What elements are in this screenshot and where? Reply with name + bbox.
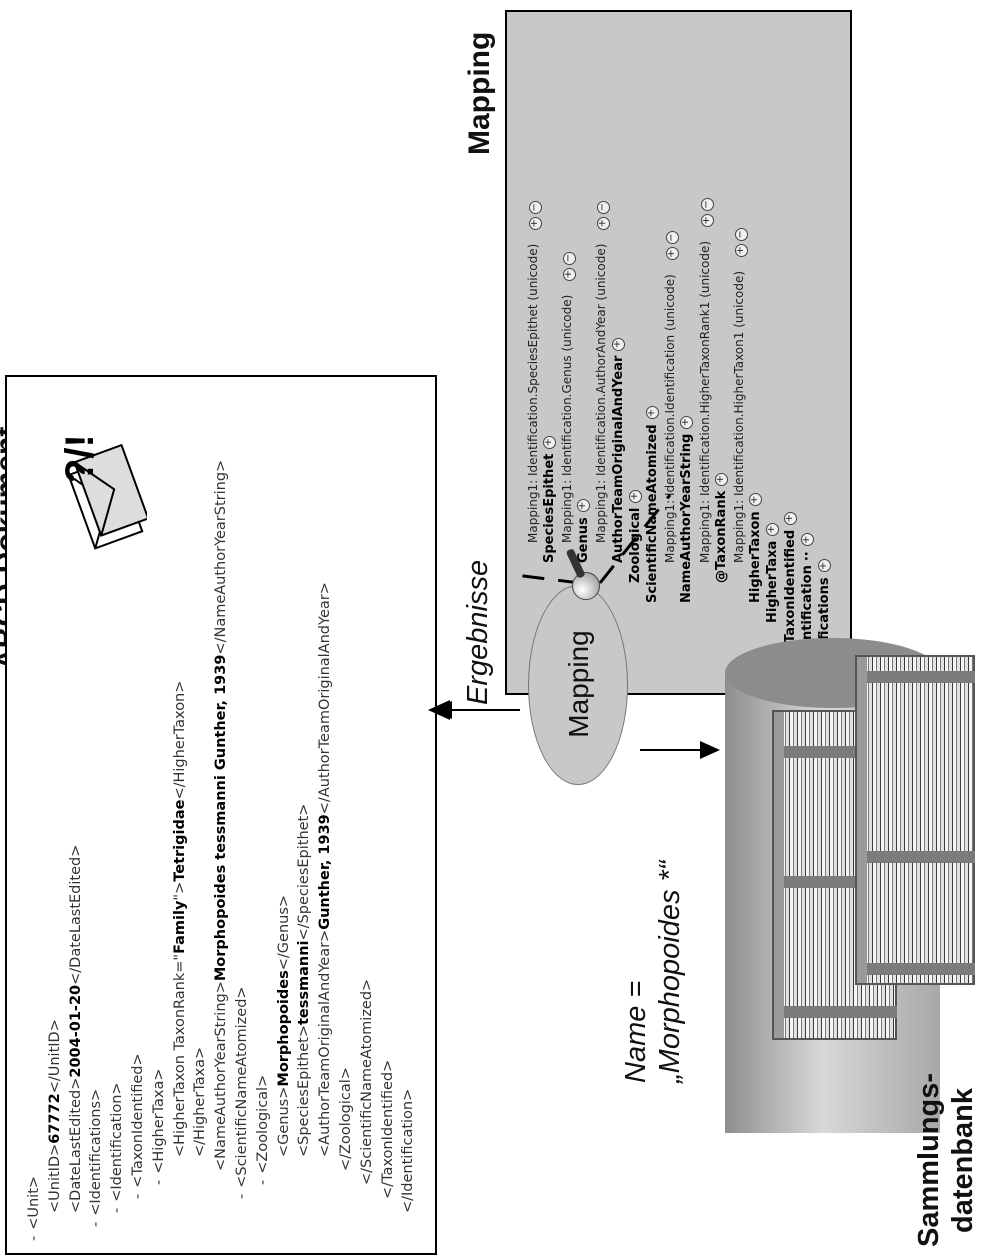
- mapping-ellipse: Mapping: [528, 585, 628, 785]
- magnifier-icon: [572, 572, 600, 600]
- envelope-question-icon: ?/!: [47, 423, 150, 553]
- query-line-1: Name =: [620, 980, 652, 1083]
- svg-text:?/!: ?/!: [58, 434, 102, 483]
- mapping-ellipse-label: Mapping: [563, 630, 594, 738]
- database-screenshot-2: [855, 655, 975, 985]
- query-line-2: „Morphopoides *“: [654, 860, 686, 1083]
- collection-database-label-line-2: datenbank: [947, 1087, 979, 1233]
- arrow-to-document: [432, 701, 452, 719]
- results-label: Ergebnisse: [462, 559, 494, 705]
- collection-database-label: Sammlungs- datenbank: [912, 1073, 980, 1247]
- arrow-to-database: [700, 741, 720, 759]
- collection-database-label-line-1: Sammlungs-: [913, 1072, 945, 1247]
- xml-document-panel: -<Unit><UnitID>67772</UnitID><DateLastEd…: [5, 375, 437, 1255]
